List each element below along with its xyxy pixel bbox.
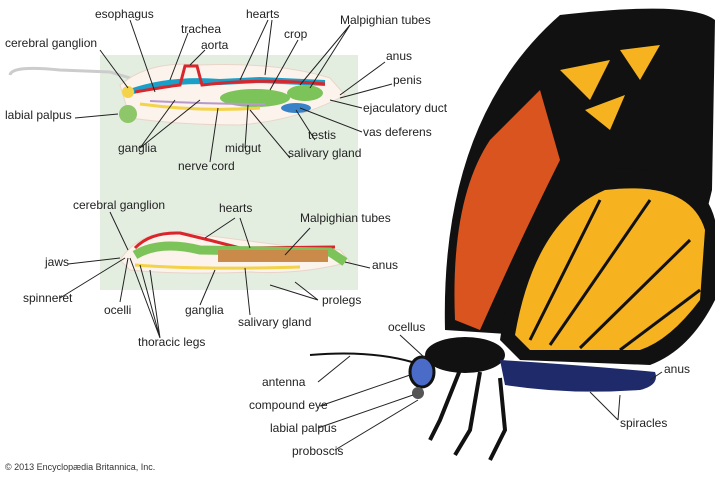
- larva-gut-shape: [132, 241, 348, 266]
- antenna-shape: [8, 66, 131, 80]
- label-aorta: aorta: [201, 38, 229, 52]
- labial-palpus-shape: [412, 387, 424, 399]
- label-trachea: trachea: [181, 22, 221, 36]
- larva-malpighian-shape: [218, 250, 328, 262]
- legs: [428, 369, 508, 461]
- forewing-orange: [454, 90, 560, 330]
- label-testis: testis: [308, 128, 336, 142]
- label-hearts: hearts: [246, 7, 279, 21]
- label-proboscis: proboscis: [292, 444, 343, 458]
- label-ocellus: ocellus: [388, 320, 425, 334]
- thorax: [425, 337, 505, 373]
- label-nerve-cord: nerve cord: [178, 159, 235, 173]
- label-spinneret: spinneret: [23, 291, 73, 305]
- forewing-yellow-spots: [560, 45, 660, 130]
- abdomen: [500, 360, 656, 392]
- label-cerebral-ganglion-larva: cerebral ganglion: [73, 198, 165, 212]
- top-labels: esophagus trachea aorta hearts crop Malp…: [5, 7, 448, 173]
- larva-nerve-shape: [134, 263, 301, 270]
- antenna-shape: [309, 352, 413, 363]
- label-labial-palpus: labial palpus: [5, 108, 72, 122]
- compound-eye: [408, 355, 436, 389]
- label-antenna: antenna: [262, 375, 306, 389]
- label-malpighian-tubes-larva: Malpighian tubes: [300, 211, 391, 225]
- label-labial-palpus-butterfly: labial palpus: [270, 421, 337, 435]
- label-ejaculatory-duct: ejaculatory duct: [363, 101, 448, 115]
- label-penis: penis: [393, 73, 422, 87]
- larva-anatomy: [119, 231, 351, 274]
- label-vas-deferens: vas deferens: [363, 125, 432, 139]
- label-hearts-larva: hearts: [219, 201, 252, 215]
- label-midgut: midgut: [225, 141, 262, 155]
- label-ganglia: ganglia: [118, 141, 157, 155]
- labial-palpus-shape: [119, 105, 137, 123]
- gut-shape: [220, 89, 290, 107]
- butterfly: [309, 8, 715, 461]
- wing-veins: [528, 199, 701, 352]
- label-ganglia-larva: ganglia: [185, 303, 224, 317]
- label-esophagus: esophagus: [95, 7, 154, 21]
- label-cerebral-ganglion: cerebral ganglion: [5, 36, 97, 50]
- larva-labels: cerebral ganglion hearts Malpighian tube…: [23, 198, 398, 349]
- testis-shape: [281, 103, 311, 113]
- label-spiracles: spiracles: [620, 416, 667, 430]
- copyright: © 2013 Encyclopædia Britannica, Inc.: [5, 462, 155, 472]
- label-thoracic-legs: thoracic legs: [138, 335, 205, 349]
- hindwing-yellow: [515, 188, 705, 350]
- label-anus-larva: anus: [372, 258, 398, 272]
- leader-lines: [59, 19, 663, 451]
- cerebral-ganglion-shape: [122, 86, 134, 98]
- label-compound-eye: compound eye: [249, 398, 328, 412]
- butterfly-labels: ocellus antenna compound eye labial palp…: [249, 320, 690, 458]
- label-ocelli: ocelli: [104, 303, 131, 317]
- crop-shape: [287, 85, 323, 101]
- label-prolegs: prolegs: [322, 293, 361, 307]
- label-salivary-gland-larva: salivary gland: [238, 315, 311, 329]
- top-anatomy: [8, 63, 346, 126]
- label-crop: crop: [284, 27, 308, 41]
- label-jaws: jaws: [44, 255, 69, 269]
- salivary-gland-shape: [149, 100, 266, 105]
- larva-heart-shape: [133, 231, 336, 250]
- label-malpighian-tubes: Malpighian tubes: [340, 13, 431, 27]
- label-anus: anus: [386, 49, 412, 63]
- label-anus-butterfly: anus: [664, 362, 690, 376]
- label-salivary-gland: salivary gland: [288, 146, 361, 160]
- heart-shape: [134, 64, 326, 94]
